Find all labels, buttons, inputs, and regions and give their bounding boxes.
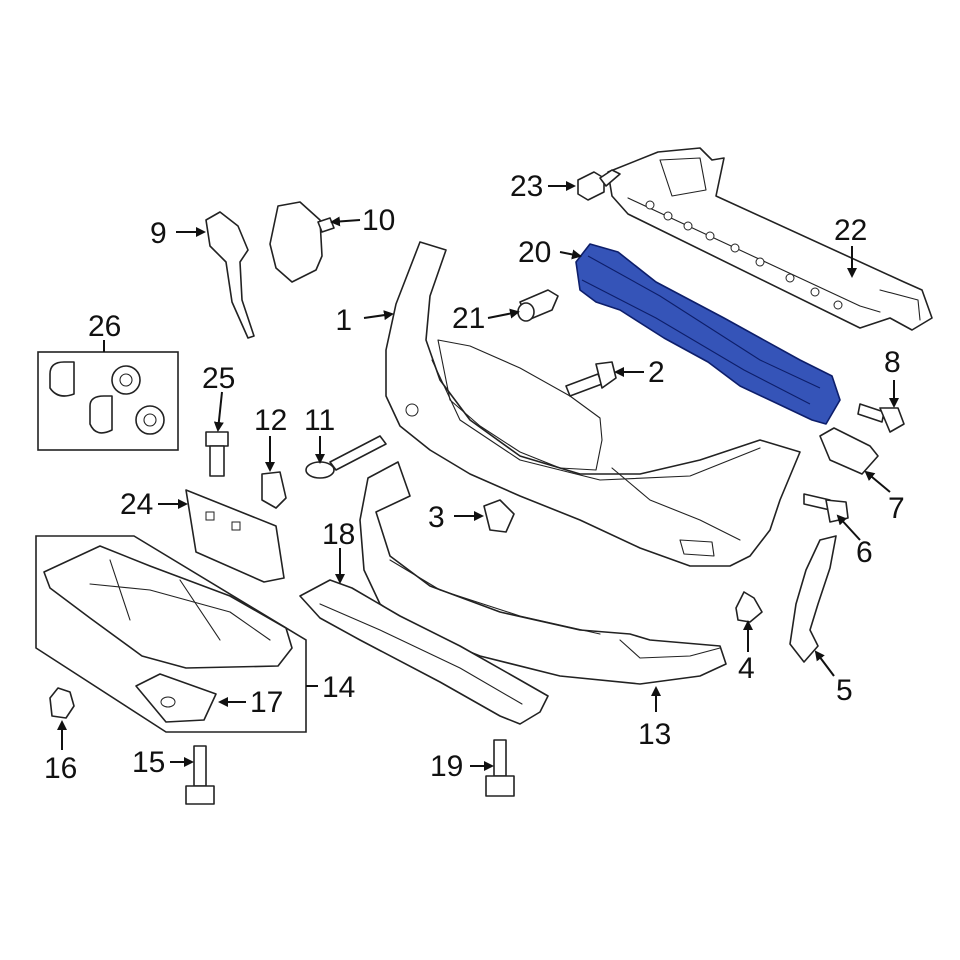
callout-11: 11	[304, 404, 335, 437]
bolt-2-part[interactable]	[565, 361, 617, 397]
bolt-15-part[interactable]	[185, 745, 215, 805]
callout-6: 6	[856, 536, 873, 569]
callout-17: 17	[250, 686, 283, 719]
callout-18: 18	[322, 518, 355, 551]
bumper-cover-part[interactable]	[385, 241, 801, 567]
energy-absorber-part[interactable]	[575, 243, 841, 425]
callout-16: 16	[44, 752, 77, 785]
bracket-9-part[interactable]	[205, 211, 255, 339]
callout-25: 25	[202, 362, 235, 395]
cap-12-part[interactable]	[261, 471, 287, 509]
clip-16-part[interactable]	[49, 687, 75, 719]
callout-12: 12	[254, 404, 287, 437]
callout-23: 23	[510, 170, 543, 203]
clip-3-part[interactable]	[483, 499, 515, 533]
callout-21: 21	[452, 302, 485, 335]
undercover-part[interactable]	[35, 535, 307, 733]
callout-19: 19	[430, 750, 463, 783]
callout-2: 2	[648, 356, 665, 389]
lower-grille-part[interactable]	[299, 579, 549, 725]
callout-24: 24	[120, 488, 153, 521]
callout-7: 7	[888, 492, 905, 525]
bolt-6-part[interactable]	[803, 493, 849, 523]
callout-22: 22	[834, 214, 867, 247]
push-clip-21-part[interactable]	[517, 289, 559, 322]
callout-10: 10	[362, 204, 395, 237]
callout-1: 1	[335, 304, 352, 337]
cover-17-part[interactable]	[135, 673, 217, 723]
absorber-24-part[interactable]	[185, 489, 285, 583]
bracket-7-part[interactable]	[819, 427, 879, 475]
bracket-5-part[interactable]	[789, 535, 837, 663]
clip-4-part[interactable]	[735, 591, 763, 623]
callout-3: 3	[428, 501, 445, 534]
bolt-19-part[interactable]	[485, 739, 515, 797]
callout-labels: 1 2 3 4 5 6 7 8 9 10 11 12 13 14 15 16 1…	[44, 170, 905, 785]
leaders	[57, 181, 899, 771]
callout-4: 4	[738, 652, 755, 685]
callout-20: 20	[518, 236, 551, 269]
callout-8: 8	[884, 346, 901, 379]
clips-box-part[interactable]	[37, 351, 179, 451]
callout-13: 13	[638, 718, 671, 751]
callout-14: 14	[322, 671, 355, 704]
bracket-10-part[interactable]	[269, 201, 335, 283]
bolt-23-part[interactable]	[577, 169, 621, 201]
bolt-25-part[interactable]	[205, 431, 229, 477]
bolt-8-part[interactable]	[857, 403, 905, 433]
callout-9: 9	[150, 217, 167, 250]
callout-26: 26	[88, 310, 121, 343]
tow-hook-part[interactable]	[305, 435, 387, 479]
reinforcement-bar-part[interactable]	[607, 147, 933, 331]
callout-15: 15	[132, 746, 165, 779]
callout-5: 5	[836, 674, 853, 707]
